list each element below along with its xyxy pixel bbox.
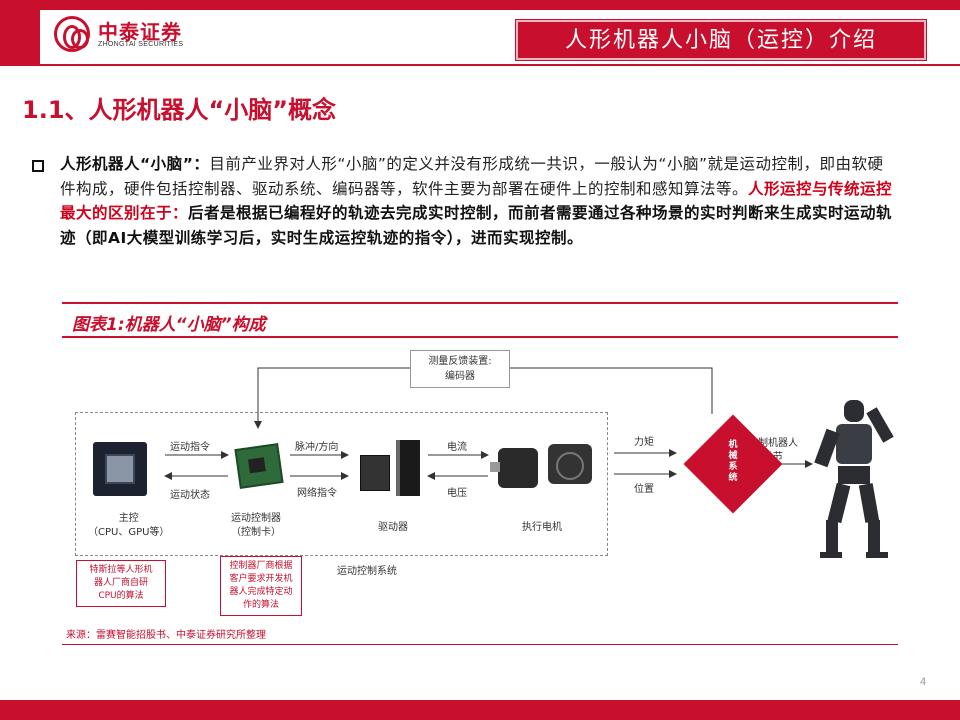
figure-title: 图表1:机器人“小脑”构成 — [72, 315, 266, 335]
label-motion-cmd: 运动指令 — [170, 442, 210, 453]
slide-title: 人形机器人小脑（运控）介绍 — [564, 28, 877, 53]
driver-image-large — [396, 440, 420, 496]
humanoid-robot-image — [806, 400, 902, 560]
company-logo: 中泰证券 ZHONGTAI SECURITIES — [54, 16, 204, 56]
controller-board-image — [234, 443, 284, 489]
page-number: 4 — [920, 676, 927, 688]
note-controller-maker-algorithm: 控制器厂商根据 客户要求开发机 器人完成特定动 作的算法 — [220, 556, 302, 616]
feedback-device-box: 测量反馈装置: 编码器 — [410, 350, 510, 388]
section-title: 1.1、人形机器人“小脑”概念 — [22, 96, 337, 124]
label-driver: 驱动器 — [378, 522, 408, 533]
label-motion-control-system: 运动控制系统 — [337, 566, 397, 577]
label-motion-state: 运动状态 — [170, 490, 210, 501]
motion-control-system-box — [75, 412, 608, 556]
note-tesla-algorithm: 特斯拉等人形机 器人厂商自研 CPU的算法 — [76, 560, 166, 607]
paragraph-body-2: 后者是根据已编程好的轨迹去完成实时控制，而前者需要通过各种场景的实时判断来生成实… — [60, 204, 893, 247]
logo-text-cn: 中泰证券 — [98, 20, 182, 44]
feedback-line-right — [510, 367, 713, 414]
bullet-square-icon — [32, 160, 44, 172]
cpu-chip-image — [93, 442, 147, 496]
feedback-device-line-2: 编码器 — [445, 371, 475, 382]
logo-mark-icon — [54, 16, 90, 52]
figure-title-rule — [62, 336, 898, 338]
motor-image-1 — [490, 448, 538, 488]
slide-title-box: 人形机器人小脑（运控）介绍 — [515, 19, 927, 61]
label-position: 位置 — [634, 484, 654, 495]
logo-text-en: ZHONGTAI SECURITIES — [98, 41, 184, 48]
label-pulse-dir: 脉冲/方向 — [295, 442, 339, 453]
feedback-line-left — [254, 367, 410, 429]
figure-top-rule — [62, 302, 898, 304]
label-current: 电流 — [447, 442, 467, 453]
header-divider — [0, 64, 960, 66]
motor-image-2 — [548, 444, 592, 484]
label-torque: 力矩 — [634, 437, 654, 448]
feedback-device-line-1: 测量反馈装置: — [428, 356, 492, 367]
paragraph-highlight: 人形运控与传统运控最大的区别在于： — [60, 179, 893, 223]
intro-paragraph: 人形机器人“小脑”：目前产业界对人形“小脑”的定义并没有形成统一共识，一般认为“… — [60, 152, 894, 250]
paragraph-lead: 人形机器人“小脑”： — [60, 155, 210, 173]
mechanical-system-label: 机械系统 — [728, 440, 738, 483]
label-controller: 运动控制器 （控制卡） — [231, 513, 281, 538]
figure-source: 来源：雷赛智能招股书、中泰证券研究所整理 — [66, 630, 266, 641]
label-network-cmd: 网络指令 — [297, 488, 337, 499]
left-accent-bar — [0, 0, 40, 64]
top-stripe — [0, 0, 960, 10]
driver-image-small — [360, 455, 390, 491]
paragraph-body-1: 目前产业界对人形“小脑”的定义并没有形成统一共识，一般认为“小脑”就是运动控制，… — [60, 155, 884, 198]
label-host: 主控 （CPU、GPU等） — [88, 513, 170, 538]
mechanical-system-node: 机械系统 — [683, 414, 783, 514]
label-motor: 执行电机 — [522, 522, 562, 533]
bottom-stripe — [0, 700, 960, 720]
figure-bottom-rule — [62, 644, 898, 645]
label-voltage: 电压 — [447, 488, 467, 499]
